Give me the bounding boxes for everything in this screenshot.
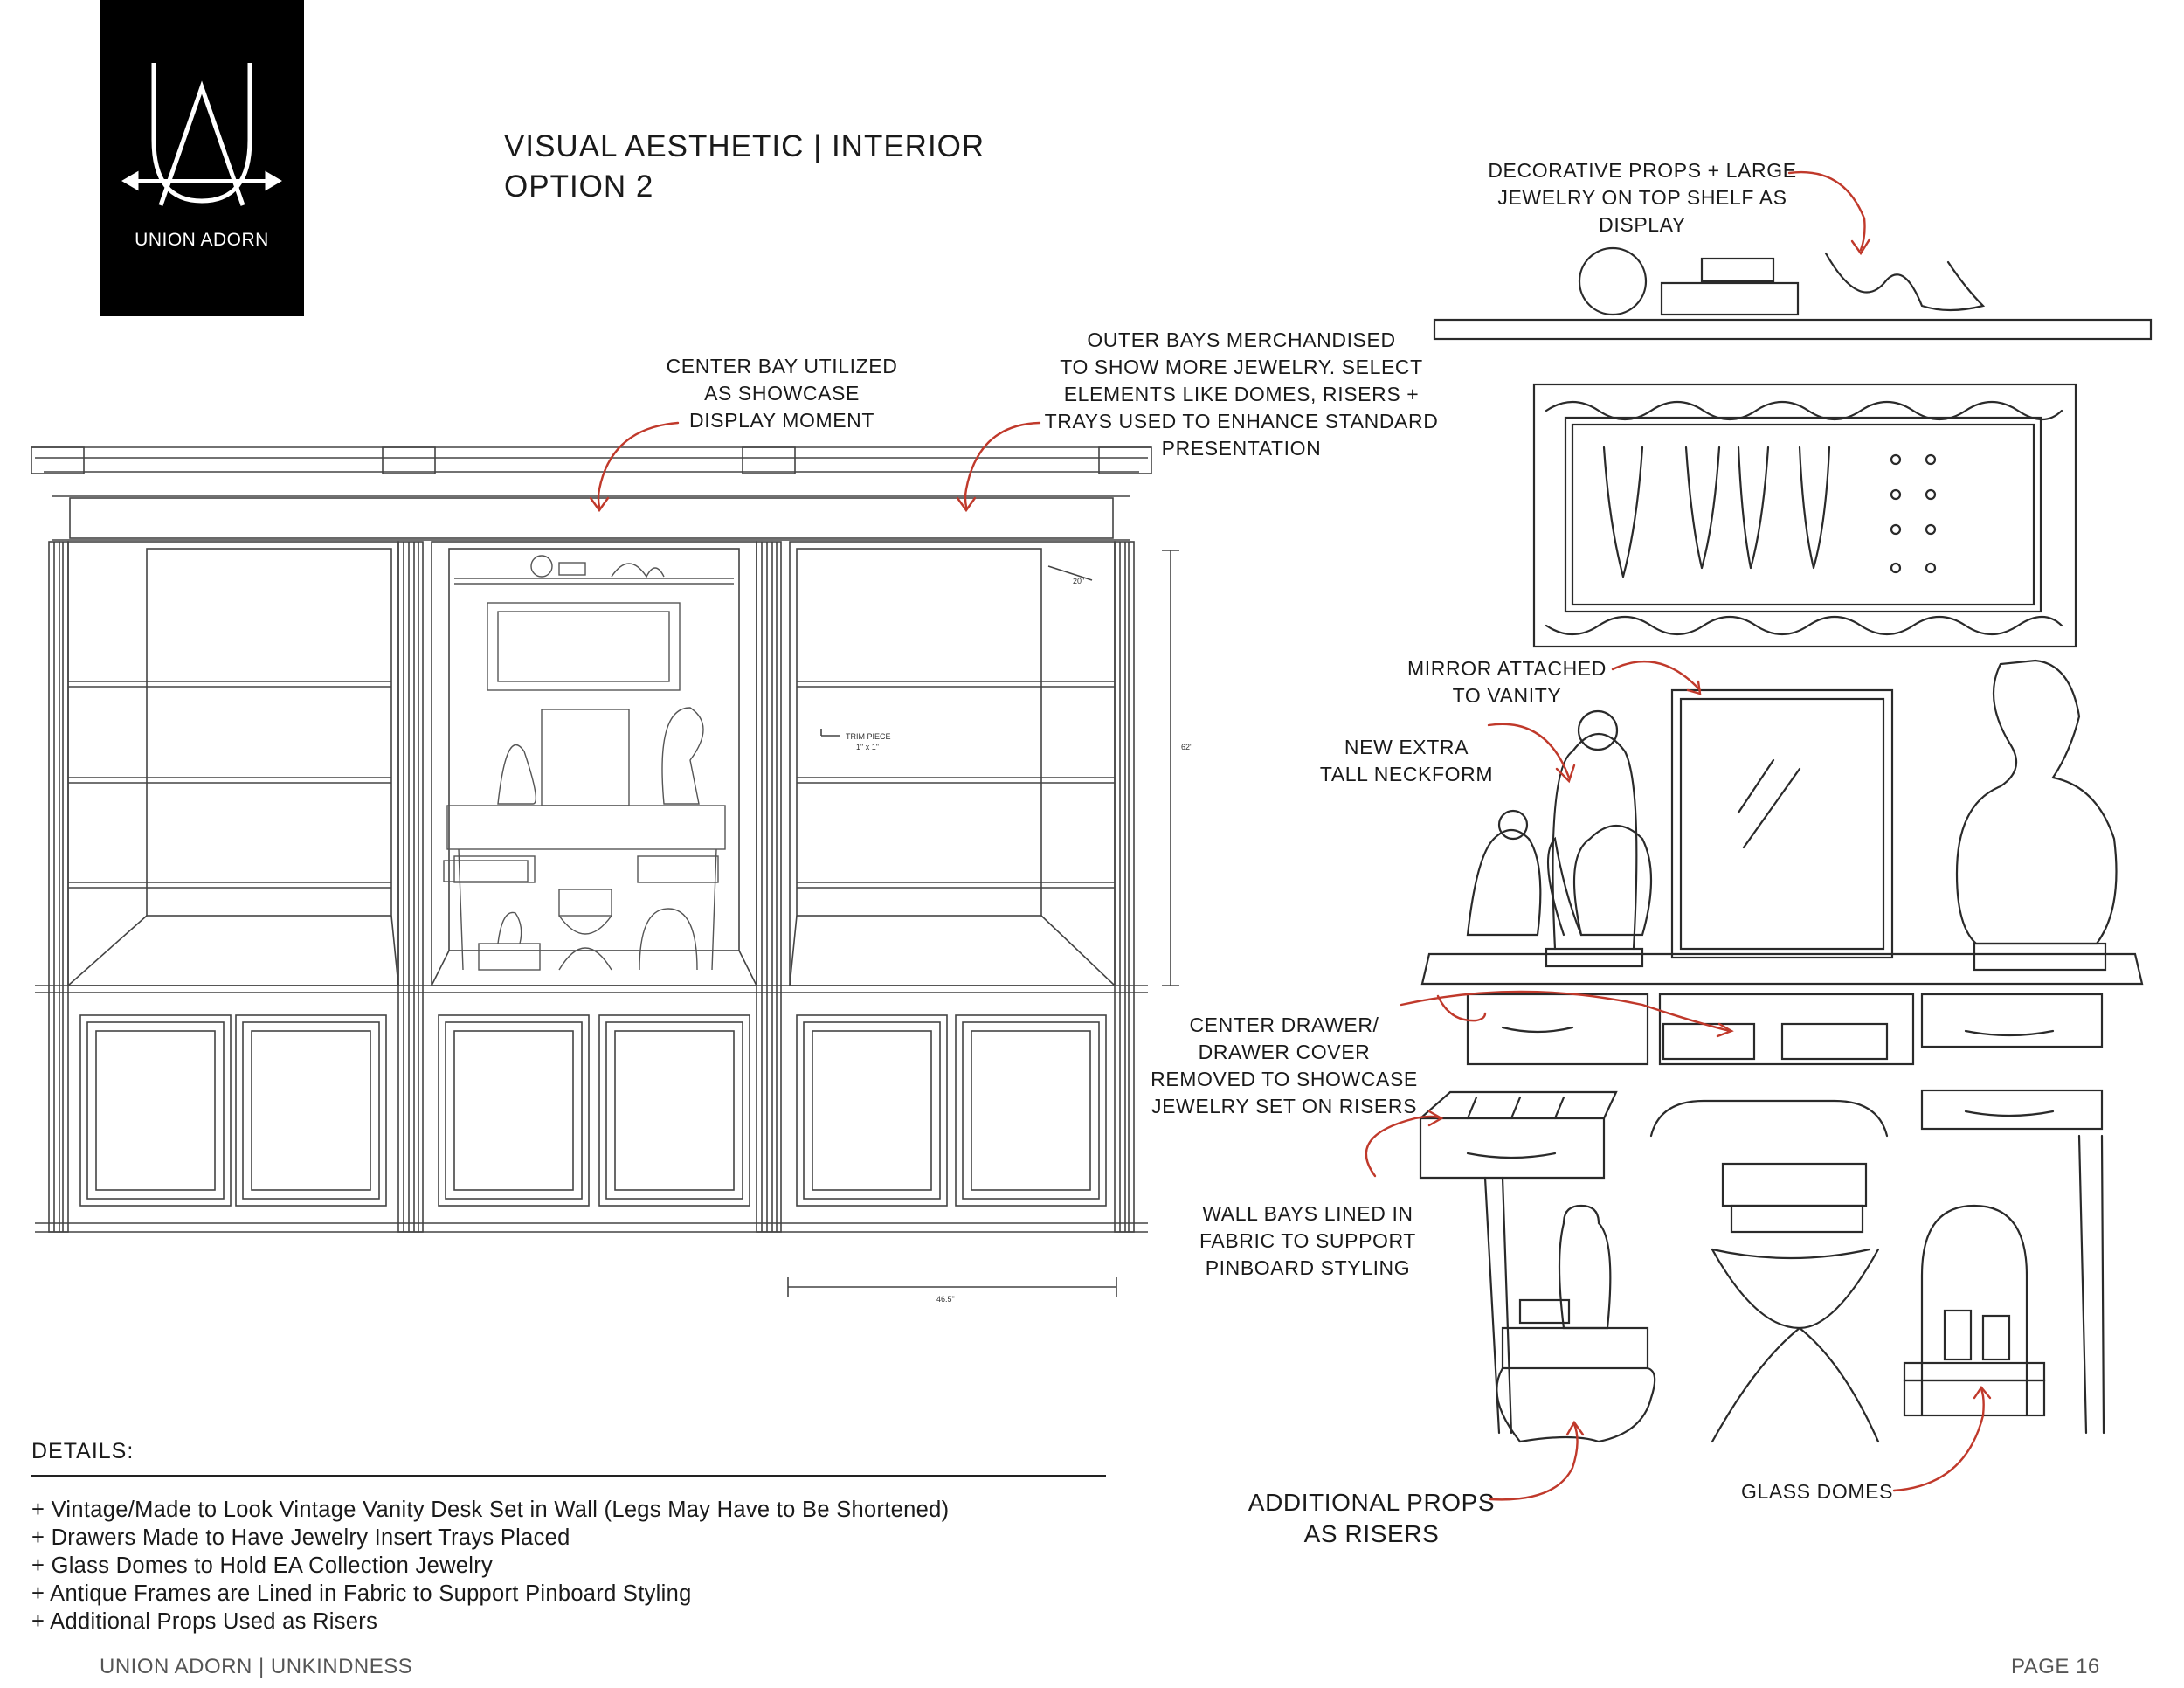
trim-piece-size: 1" x 1" bbox=[856, 743, 879, 751]
callout-center-drawer: CENTER DRAWER/ DRAWER COVER REMOVED TO S… bbox=[1151, 1013, 1418, 1117]
vanity-detail-sketch bbox=[1419, 246, 2153, 1443]
page-title: VISUAL AESTHETIC | INTERIOR OPTION 2 bbox=[504, 127, 985, 207]
callout-arrows bbox=[589, 170, 1992, 1501]
union-adorn-monogram-icon bbox=[121, 63, 282, 206]
details-item: + Glass Domes to Hold EA Collection Jewe… bbox=[31, 1553, 494, 1578]
callout-glass-domes: GLASS DOMES bbox=[1740, 1480, 1894, 1503]
brand-logo: UNION ADORN bbox=[100, 0, 304, 316]
callout-mirror: MIRROR ATTACHED TO VANITY bbox=[1407, 657, 1607, 707]
page-number: PAGE 16 bbox=[2011, 1655, 2100, 1678]
details-divider bbox=[31, 1475, 1106, 1477]
callout-outer-bays: OUTER BAYS MERCHANDISED TO SHOW MORE JEW… bbox=[1044, 329, 1439, 460]
callout-decorative-props: DECORATIVE PROPS + LARGE JEWELRY ON TOP … bbox=[1488, 159, 1797, 236]
trim-piece-label: TRIM PIECE bbox=[846, 732, 891, 741]
dim-width: 46.5" bbox=[936, 1295, 955, 1304]
details-item: + Antique Frames are Lined in Fabric to … bbox=[31, 1581, 692, 1606]
callout-neckform: NEW EXTRA TALL NECKFORM bbox=[1319, 736, 1494, 785]
details-item: + Additional Props Used as Risers bbox=[31, 1609, 378, 1634]
center-bay-vanity-sketch bbox=[443, 555, 734, 971]
details-item: + Drawers Made to Have Jewelry Insert Tr… bbox=[31, 1525, 570, 1550]
details-heading: DETAILS: bbox=[31, 1439, 135, 1463]
dim-depth: 20" bbox=[1073, 577, 1084, 585]
callout-wall-bays: WALL BAYS LINED IN FABRIC TO SUPPORT PIN… bbox=[1199, 1202, 1416, 1279]
cabinet-elevation bbox=[31, 446, 1179, 1297]
details-item: + Vintage/Made to Look Vintage Vanity De… bbox=[31, 1498, 950, 1522]
title-line-2: OPTION 2 bbox=[504, 169, 654, 204]
brand-name: UNION ADORN bbox=[135, 230, 269, 250]
callout-additional-props: ADDITIONAL PROPS AS RISERS bbox=[1248, 1489, 1496, 1547]
dim-height: 62" bbox=[1181, 743, 1192, 751]
title-line-1: VISUAL AESTHETIC | INTERIOR bbox=[504, 129, 985, 163]
details-list: + Vintage/Made to Look Vintage Vanity De… bbox=[31, 1496, 949, 1636]
footer-brand: UNION ADORN | UNKINDNESS bbox=[100, 1655, 413, 1678]
callout-center-bay: CENTER BAY UTILIZED AS SHOWCASE DISPLAY … bbox=[666, 355, 898, 432]
